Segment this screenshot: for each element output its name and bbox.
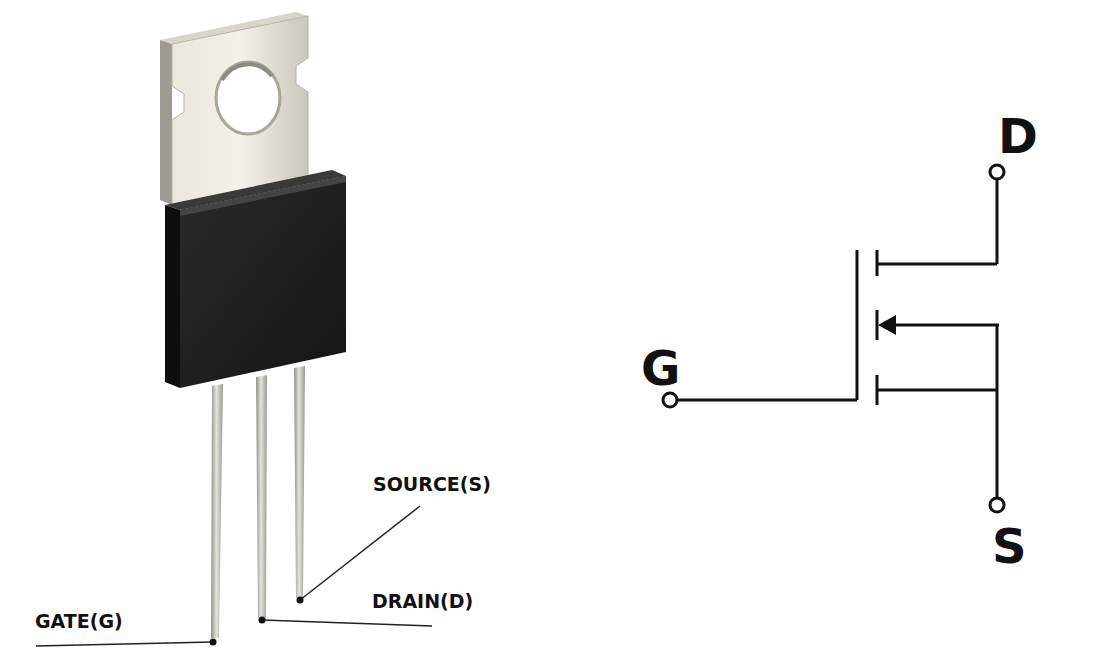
- terminal-label: D: [998, 110, 1038, 163]
- terminal-label: G: [641, 342, 680, 395]
- terminal-label: S: [992, 520, 1027, 573]
- pin-label: DRAIN(D): [372, 591, 473, 612]
- pin-label: SOURCE(S): [373, 474, 491, 495]
- pin-label: GATE(G): [35, 611, 123, 632]
